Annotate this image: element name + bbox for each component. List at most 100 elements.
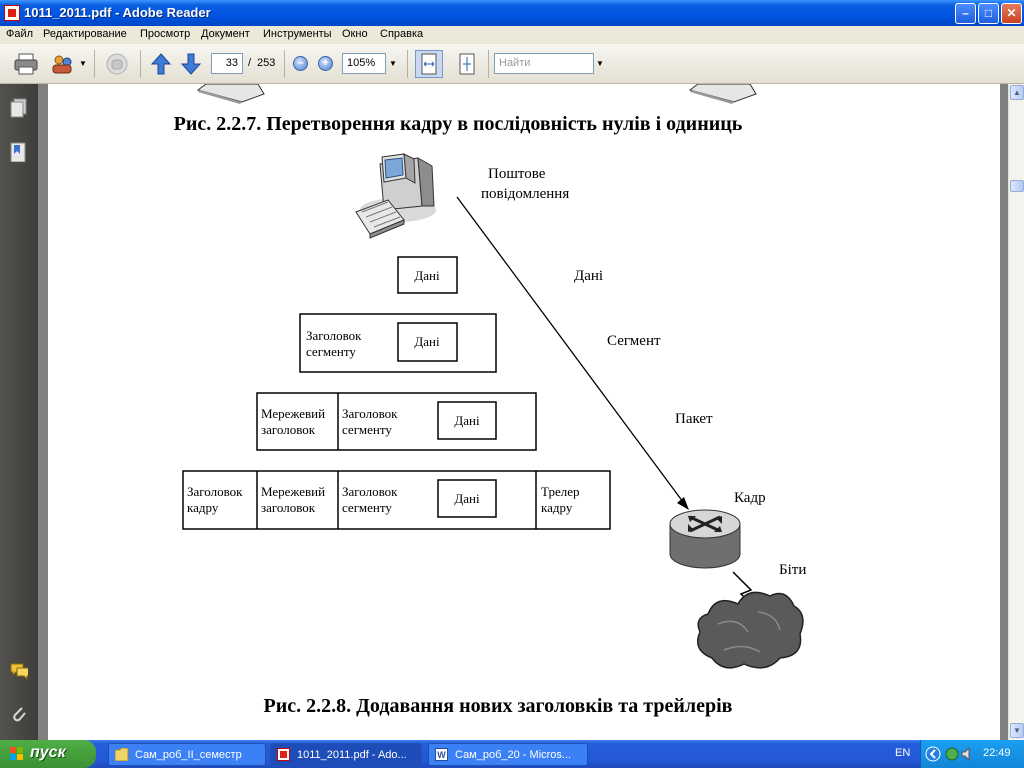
- svg-text:кадру: кадру: [541, 500, 573, 515]
- figure-caption-bottom: Рис. 2.2.8. Додавання нових заголовків т…: [264, 695, 733, 717]
- document-area[interactable]: Рис. 2.2.7. Перетворення кадру в послідо…: [38, 84, 1008, 740]
- zoom-out-icon[interactable]: –: [293, 56, 308, 71]
- minimize-button[interactable]: –: [955, 3, 976, 24]
- show-hidden-icons-icon[interactable]: [925, 746, 941, 762]
- zoom-dropdown-icon[interactable]: ▼: [389, 59, 397, 68]
- print-icon[interactable]: [14, 53, 38, 75]
- menu-file[interactable]: Файл: [6, 28, 34, 40]
- svg-text:Дані: Дані: [414, 268, 440, 283]
- search-input[interactable]: Найти: [494, 53, 594, 74]
- toolbar-separator: [284, 50, 285, 78]
- zoom-level-input[interactable]: 105%: [342, 53, 386, 74]
- toolbar: ▼ 33 / 253 – + 105% ▼: [0, 44, 1024, 84]
- next-page-icon[interactable]: [180, 52, 202, 76]
- fit-width-icon[interactable]: [415, 50, 443, 78]
- svg-text:сегменту: сегменту: [342, 500, 392, 515]
- pages-icon[interactable]: [10, 98, 28, 118]
- attachments-icon[interactable]: [10, 704, 28, 724]
- start-label: пуск: [30, 744, 66, 761]
- layer-label-packet: Пакет: [675, 411, 713, 427]
- collaborate-dropdown-icon[interactable]: ▼: [79, 59, 87, 68]
- taskbar-item-adobe-reader[interactable]: 1011_2011.pdf - Ado...: [270, 743, 422, 766]
- comments-icon[interactable]: [10, 662, 28, 682]
- layer-label-frame: Кадр: [734, 490, 766, 506]
- pdf-page: Рис. 2.2.7. Перетворення кадру в послідо…: [48, 84, 1000, 740]
- menu-document[interactable]: Документ: [201, 28, 250, 40]
- word-document-icon: W: [435, 748, 448, 761]
- svg-text:заголовок: заголовок: [261, 500, 316, 515]
- hand-tool-icon[interactable]: [104, 52, 130, 76]
- taskbar-item-folder[interactable]: Сам_роб_II_семестр: [108, 743, 266, 766]
- toolbar-separator: [140, 50, 141, 78]
- menu-edit[interactable]: Редактирование: [43, 28, 127, 40]
- row-segment: Заголовок сегменту Дані: [299, 313, 497, 373]
- svg-text:сегменту: сегменту: [306, 344, 356, 359]
- windows-flag-icon: [10, 747, 24, 761]
- scroll-thumb[interactable]: [1010, 180, 1024, 192]
- taskbar: пуск Сам_роб_II_семестр 1011_2011.pdf - …: [0, 740, 1024, 768]
- previous-page-icon[interactable]: [150, 52, 172, 76]
- encapsulation-arrow: [456, 196, 687, 507]
- page-number-input[interactable]: 33: [211, 53, 243, 74]
- maximize-button[interactable]: □: [978, 3, 999, 24]
- figure-caption-top: Рис. 2.2.7. Перетворення кадру в послідо…: [174, 113, 743, 135]
- svg-text:W: W: [437, 750, 446, 760]
- toolbar-separator: [94, 50, 95, 78]
- taskbar-item-word[interactable]: W Сам_роб_20 - Micros...: [428, 743, 588, 766]
- layer-label-segment: Сегмент: [607, 333, 661, 349]
- menu-tools[interactable]: Инструменты: [263, 28, 332, 40]
- fit-page-icon[interactable]: [453, 50, 481, 78]
- svg-text:Дані: Дані: [454, 491, 480, 506]
- title-bar[interactable]: 1011_2011.pdf - Adobe Reader – □ ✕: [0, 0, 1024, 26]
- layer-label-bits: Біти: [779, 562, 806, 578]
- keyboard-icon: [196, 84, 265, 104]
- computer-icon: [355, 153, 436, 239]
- window-title: 1011_2011.pdf - Adobe Reader: [24, 5, 211, 20]
- diagram-canvas: Рис. 2.2.7. Перетворення кадру в послідо…: [174, 84, 806, 717]
- toolbar-separator: [488, 50, 489, 78]
- svg-text:сегменту: сегменту: [342, 422, 392, 437]
- bookmarks-icon[interactable]: [10, 142, 28, 162]
- folder-icon: [115, 748, 129, 761]
- row-packet: Мережевий заголовок Заголовок сегменту Д…: [256, 392, 537, 451]
- svg-text:Заголовок: Заголовок: [187, 484, 243, 499]
- network-icon[interactable]: [945, 746, 959, 762]
- toolbar-separator: [407, 50, 408, 78]
- navigation-panel: [0, 84, 38, 740]
- search-dropdown-icon[interactable]: ▼: [596, 59, 604, 68]
- pdf-icon: [277, 748, 290, 761]
- clock[interactable]: 22:49: [983, 747, 1011, 759]
- svg-text:Трелер: Трелер: [541, 484, 579, 499]
- svg-text:Мережевий: Мережевий: [261, 484, 325, 499]
- scroll-down-icon[interactable]: ▼: [1010, 723, 1024, 738]
- vertical-scrollbar[interactable]: ▲ ▼: [1008, 84, 1024, 740]
- collaborate-icon[interactable]: [50, 53, 76, 75]
- menu-help[interactable]: Справка: [380, 28, 424, 40]
- volume-icon[interactable]: [961, 746, 975, 762]
- mail-label-line2: повідомлення: [481, 186, 569, 202]
- page-separator: /: [248, 57, 252, 69]
- arrow-head: [677, 497, 689, 510]
- cloud-icon: [697, 591, 804, 669]
- router-icon: [669, 509, 741, 569]
- row-frame: Заголовок кадру Мережевий заголовок Заго…: [182, 470, 611, 530]
- svg-text:Заголовок: Заголовок: [342, 484, 398, 499]
- scroll-up-icon[interactable]: ▲: [1010, 85, 1024, 100]
- svg-text:заголовок: заголовок: [261, 422, 316, 437]
- zoom-in-icon[interactable]: +: [318, 56, 333, 71]
- language-indicator[interactable]: EN: [895, 747, 911, 759]
- svg-text:Дані: Дані: [414, 334, 440, 349]
- start-button[interactable]: пуск: [0, 740, 96, 768]
- pdf-app-icon: [4, 5, 20, 21]
- mail-label-line1: Поштове: [488, 166, 546, 182]
- svg-text:Дані: Дані: [454, 413, 480, 428]
- menu-window[interactable]: Окно: [342, 28, 368, 40]
- svg-text:Заголовок: Заголовок: [342, 406, 398, 421]
- svg-text:кадру: кадру: [187, 500, 219, 515]
- menu-view[interactable]: Просмотр: [140, 28, 191, 40]
- svg-text:Мережевий: Мережевий: [261, 406, 325, 421]
- row-data: Дані: [397, 256, 458, 294]
- close-button[interactable]: ✕: [1001, 3, 1022, 24]
- page-total: 253: [257, 57, 276, 69]
